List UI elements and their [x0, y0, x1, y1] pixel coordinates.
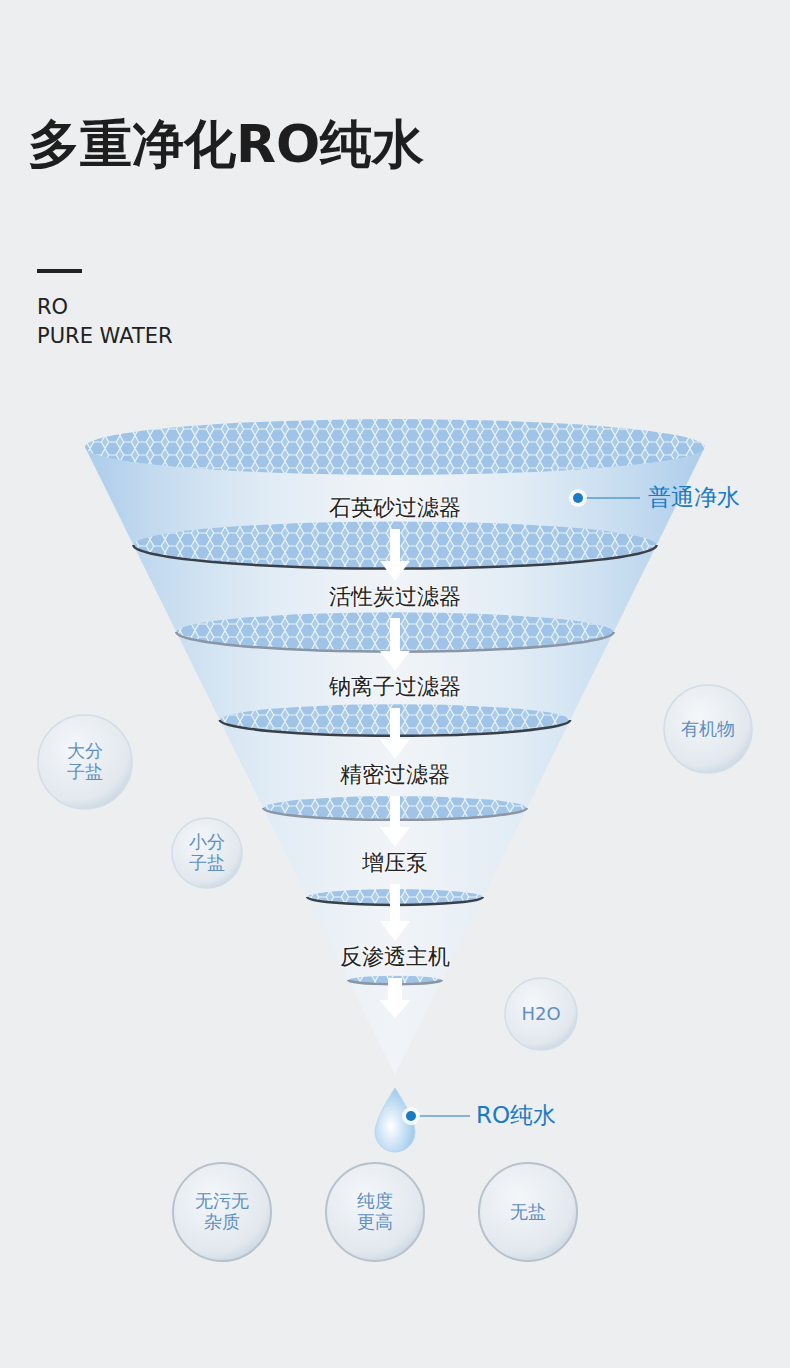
bubble-label: 无盐 [510, 1202, 546, 1223]
bubble-circle [38, 715, 132, 809]
title: 多重净化RO纯水 [28, 118, 424, 170]
leader-dot [406, 1111, 416, 1121]
bubble-circle [172, 818, 242, 888]
filter-stage: 精密过滤器 [336, 758, 454, 792]
bubble-label: 大分子盐 [67, 741, 104, 782]
feature-bubble: H2O [504, 977, 578, 1051]
feature-bubble: 无污无杂质 [172, 1162, 272, 1262]
bubble-circle [664, 685, 752, 773]
funnel-body [85, 447, 705, 1075]
outlet-arrow [379, 978, 411, 1018]
stage-label: 反渗透主机 [336, 940, 454, 974]
stage-label: 精密过滤器 [336, 758, 454, 792]
subtitle: PURE WATER [37, 325, 173, 348]
stage-label: 钠离子过滤器 [325, 670, 465, 704]
leader-line [418, 1115, 470, 1116]
filter-stage: 反渗透主机 [336, 940, 454, 974]
flow-arrow [390, 796, 400, 827]
leader-dot [573, 493, 583, 503]
bubble-label: H2O [521, 1004, 560, 1025]
bubble-label: 有机物 [681, 719, 735, 740]
bubble-circle [505, 978, 577, 1050]
callout-label: 普通净水 [648, 485, 740, 510]
bubble-circle [479, 1163, 577, 1261]
flow-arrow [390, 529, 400, 561]
filter-disc [133, 521, 656, 568]
filter-stage: 钠离子过滤器 [325, 670, 465, 704]
filter-disc [85, 419, 705, 475]
bubble-label: 纯度更高 [357, 1191, 394, 1232]
bubble-circle [326, 1163, 424, 1261]
flow-arrow [390, 618, 400, 651]
callout-label: RO纯水 [476, 1103, 556, 1128]
filter-stage: 增压泵 [358, 846, 432, 880]
feature-bubble: 小分子盐 [171, 817, 243, 889]
stage-label: 增压泵 [358, 846, 432, 880]
bubble-label: 小分子盐 [189, 832, 226, 873]
bubble-label: 无污无杂质 [195, 1191, 250, 1232]
subtitle: RO [37, 296, 68, 319]
stage-label: 活性炭过滤器 [325, 580, 465, 614]
filter-stage: 石英砂过滤器 [325, 491, 465, 525]
flow-arrow [390, 884, 400, 921]
water-drop [375, 1088, 415, 1152]
feature-bubble: 无盐 [478, 1162, 578, 1262]
feature-bubble: 纯度更高 [325, 1162, 425, 1262]
flow-arrow [390, 708, 400, 739]
feature-bubble: 有机物 [663, 684, 753, 774]
stage-label: 石英砂过滤器 [325, 491, 465, 525]
feature-bubble: 大分子盐 [37, 714, 133, 810]
filter-disc [176, 612, 613, 651]
filter-stage: 活性炭过滤器 [325, 580, 465, 614]
leader-line [585, 497, 640, 498]
bubble-circle [173, 1163, 271, 1261]
filter-discs [85, 419, 705, 984]
